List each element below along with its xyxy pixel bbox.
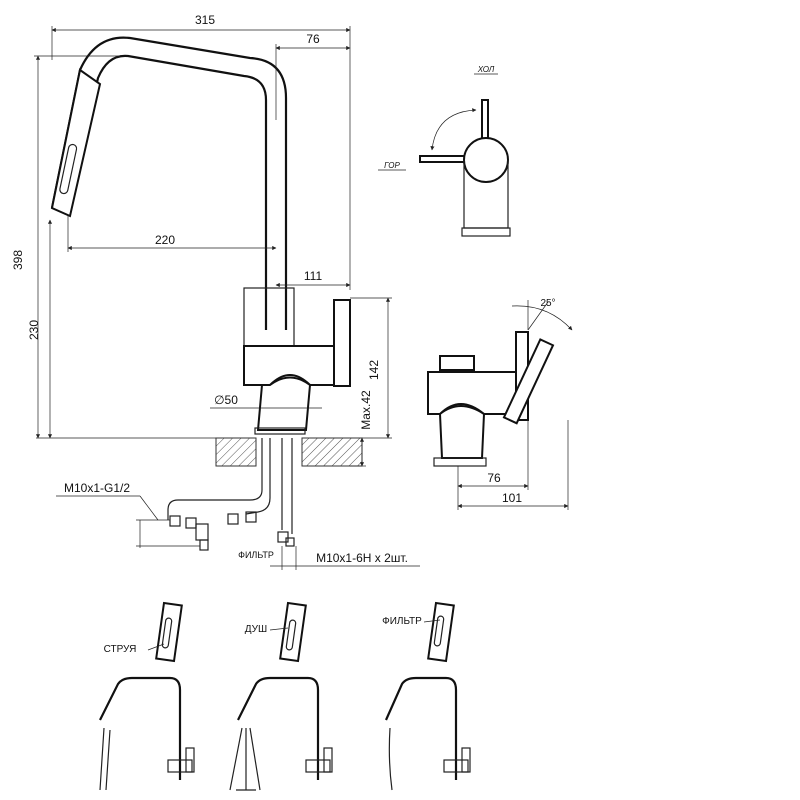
base-ring	[254, 427, 306, 435]
filter-slider-icon	[433, 615, 445, 647]
shower-faucet-handle-icon	[323, 747, 333, 773]
dim-max-counter: Max.42	[359, 390, 373, 430]
mode-label-shower: ДУШ	[245, 624, 267, 635]
spray-head	[50, 68, 102, 218]
jet-faucet-base-icon	[167, 759, 193, 773]
filter-faucet-handle-icon	[461, 747, 471, 773]
jet-slider-icon	[161, 617, 173, 649]
inlet-thread-label: M10x1-G1/2	[64, 481, 130, 495]
filter-head-icon	[427, 601, 455, 663]
mode-shower: ДУШ	[229, 601, 333, 791]
mixer-base	[256, 376, 312, 431]
filter-stream-icon	[388, 727, 393, 791]
side-dim-101: 101	[502, 491, 522, 505]
side-dim-76: 76	[487, 471, 501, 485]
side-lever-open	[502, 338, 555, 425]
hot-label: ГОР	[384, 161, 400, 170]
side-top-cap	[439, 355, 475, 371]
filter-faucet-icon	[384, 676, 458, 780]
counter-right	[301, 437, 363, 467]
fitting-4	[245, 511, 257, 523]
spout-tube-outer	[66, 54, 268, 330]
side-base-ring	[433, 457, 487, 467]
fitting-2	[185, 517, 197, 529]
counter-left	[215, 437, 257, 467]
filter-faucet-base-icon	[443, 759, 469, 773]
handle-lever	[333, 299, 351, 387]
handle-rotation-view: ХОЛ ГОР	[378, 65, 511, 237]
main-faucet-view	[50, 36, 363, 551]
cold-label: ХОЛ	[477, 65, 495, 74]
outlet-thread-label: M10x1-6H x 2шт.	[316, 551, 408, 565]
side-base	[438, 405, 486, 459]
lever-hub	[463, 137, 509, 183]
mode-filter: ФИЛЬТР	[382, 601, 471, 791]
mode-label-jet: СТРУЯ	[104, 644, 137, 655]
hose-1	[167, 438, 263, 520]
jet-stream-icon	[99, 727, 111, 791]
dim-handle-width: 111	[304, 269, 323, 283]
shower-spray-icon	[229, 727, 261, 791]
mode-label-filter: ФИЛЬТР	[382, 616, 422, 627]
valve-body	[195, 523, 209, 541]
dim-body-height: 142	[367, 360, 381, 380]
shower-slider-icon	[285, 619, 297, 651]
main-dimensions: 315 76 398 220 230 111 142 Max.42 ∅50	[11, 13, 420, 570]
spray-button	[59, 143, 78, 195]
dim-reach: 220	[155, 233, 175, 247]
dim-spout-offset: 76	[306, 32, 320, 46]
filter-label: ФИЛЬТР	[238, 550, 274, 560]
fitting-1	[169, 515, 181, 527]
jet-head-icon	[155, 601, 183, 663]
jet-faucet-icon	[99, 676, 182, 780]
shower-faucet-base-icon	[305, 759, 331, 773]
dim-diameter: ∅50	[214, 393, 238, 407]
hose-2	[245, 438, 271, 515]
fitting-3	[227, 513, 239, 525]
spout-tube-inner	[50, 36, 288, 330]
fitting-6	[285, 537, 295, 547]
dim-total-width: 315	[195, 13, 215, 27]
side-view: 25° 76 101	[427, 298, 573, 510]
angle-label: 25°	[540, 298, 555, 309]
mode-jet: СТРУЯ	[99, 601, 195, 791]
dim-spout-height: 230	[27, 320, 41, 340]
valve-stem	[199, 539, 209, 551]
shower-head-icon	[279, 601, 307, 663]
handle-base	[461, 227, 511, 237]
jet-faucet-handle-icon	[185, 747, 195, 773]
fitting-5	[277, 531, 289, 543]
rotation-arc	[430, 108, 477, 151]
shower-faucet-icon	[237, 676, 320, 780]
dim-total-height: 398	[11, 250, 25, 270]
angle-arc	[511, 305, 573, 331]
